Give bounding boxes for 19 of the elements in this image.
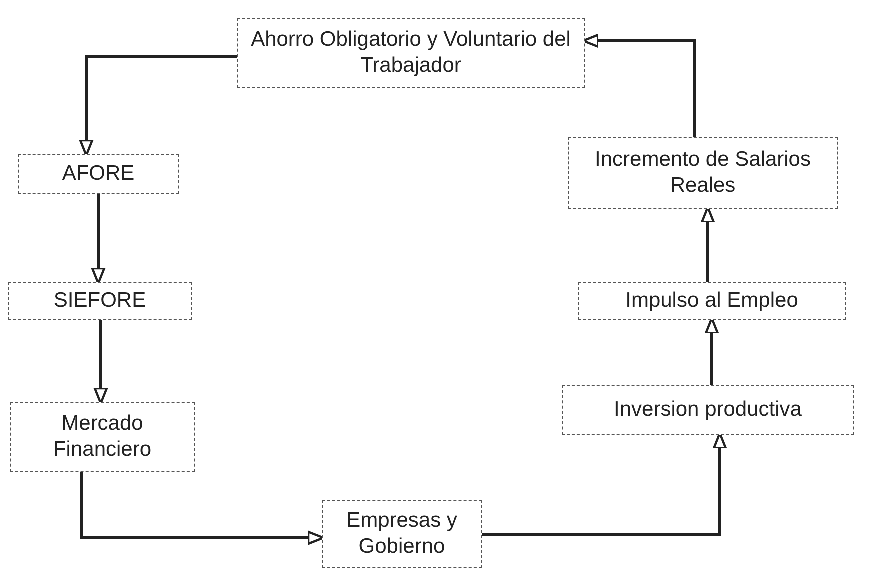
box-label: Incremento de Salarios Reales (594, 146, 812, 199)
arrow (91, 194, 106, 285)
process-box (237, 18, 585, 88)
process-box (10, 402, 195, 472)
box-label: SIEFORE (54, 288, 146, 314)
arrow (94, 320, 108, 405)
process-box (578, 282, 846, 320)
process-box (322, 500, 482, 568)
box-label: Inversion productiva (614, 396, 802, 423)
box-label: AFORE (62, 160, 135, 187)
box-label: Mercado Financiero (52, 410, 153, 463)
box-label: Ahorro Obligatorio y Voluntario del Trabajador (250, 26, 572, 79)
process-box (18, 154, 179, 194)
process-box (562, 385, 854, 435)
arrow (79, 55, 237, 157)
process-box (8, 282, 192, 320)
box-label: Empresas y Gobierno (346, 508, 458, 560)
box-label: Impulso al Empleo (626, 288, 798, 314)
process-box (568, 137, 838, 209)
